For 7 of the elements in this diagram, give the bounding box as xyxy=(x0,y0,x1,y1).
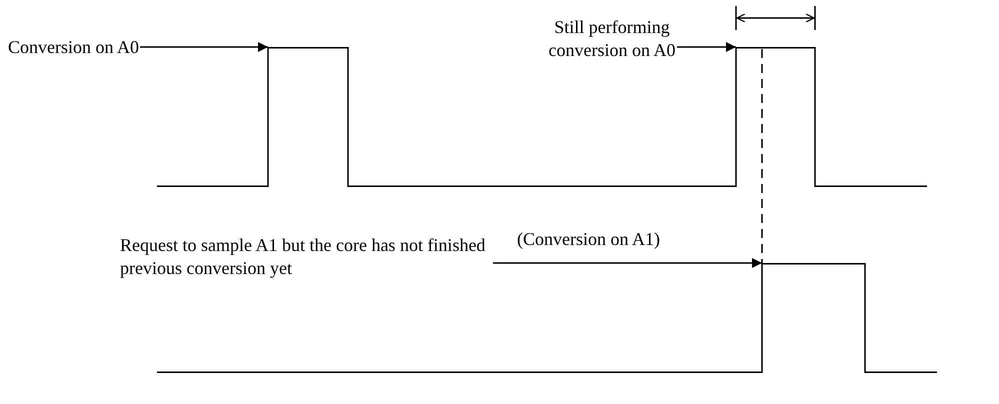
annotation-text: Request to sample A1 but the core has not finished previous conversion yet xyxy=(120,234,492,280)
arrow xyxy=(140,42,268,52)
arrow xyxy=(677,42,736,52)
dashed-line xyxy=(761,49,763,263)
annotation-text: Conversion on A0 xyxy=(8,36,140,59)
annotation-text: Still performing conversion on A0 xyxy=(548,16,676,62)
arrow xyxy=(493,258,762,268)
